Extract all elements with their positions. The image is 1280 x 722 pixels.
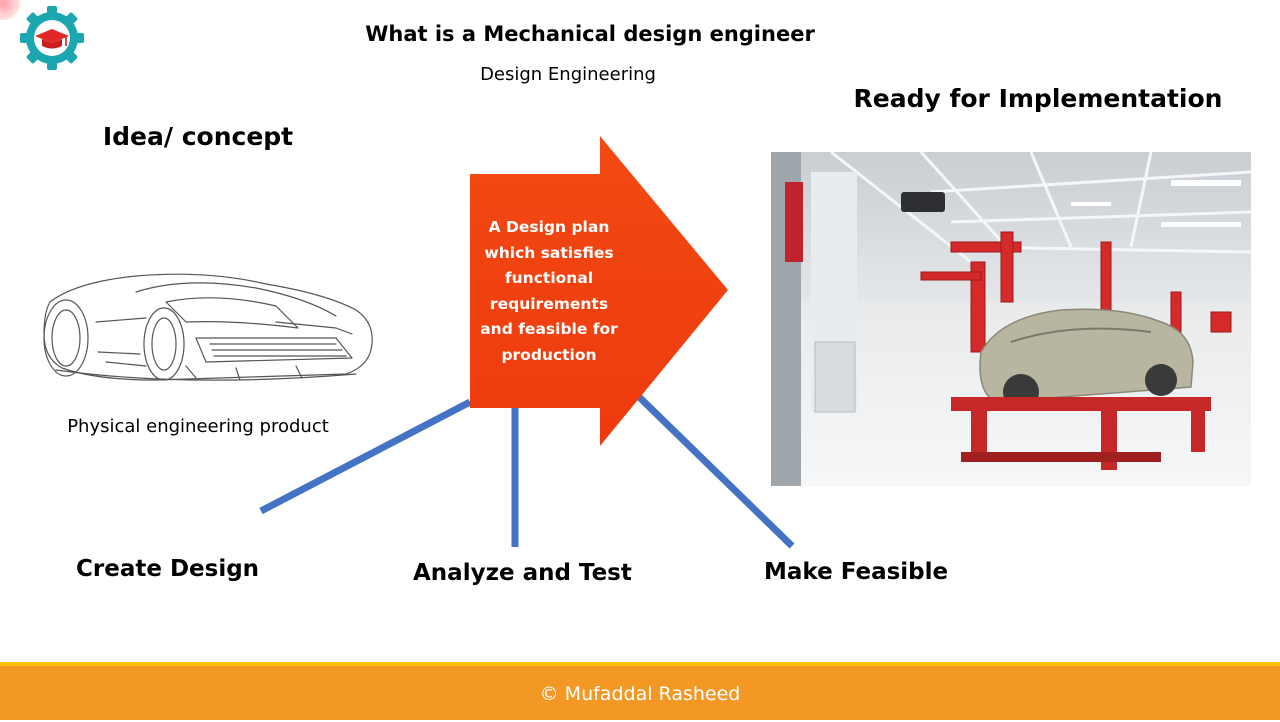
footer-accent-line xyxy=(0,662,1280,666)
graduation-cap-gear-icon xyxy=(20,6,84,70)
corner-highlight xyxy=(0,0,20,20)
idea-concept-heading: Idea/ concept xyxy=(102,122,294,151)
car-sketch-image xyxy=(43,273,373,381)
ready-implementation-heading: Ready for Implementation xyxy=(853,84,1223,113)
design-plan-line: A Design plan xyxy=(488,218,610,236)
design-plan-line: requirements xyxy=(489,294,609,313)
design-plan-arrow xyxy=(470,136,728,446)
design-plan-line: which satisfies xyxy=(484,243,614,262)
design-plan-line: functional xyxy=(504,269,594,287)
connector-create-design xyxy=(259,398,472,515)
slide-subtitle: Design Engineering xyxy=(480,64,656,85)
footer-credit: © Mufaddal Rasheed xyxy=(539,683,741,705)
step-create-design: Create Design xyxy=(76,556,260,582)
design-plan-line: production xyxy=(501,345,597,364)
factory-assembly-image xyxy=(771,152,1251,486)
slide-title: What is a Mechanical design engineer xyxy=(365,22,815,46)
design-plan-text: A Design plan which satisfies functional… xyxy=(470,215,628,368)
connector-make-feasible xyxy=(631,389,795,549)
footer-bar: © Mufaddal Rasheed xyxy=(0,666,1280,720)
step-analyze-test: Analyze and Test xyxy=(413,560,632,586)
step-make-feasible: Make Feasible xyxy=(764,559,949,585)
design-plan-line: and feasible for xyxy=(480,320,618,338)
product-caption: Physical engineering product xyxy=(67,416,329,437)
